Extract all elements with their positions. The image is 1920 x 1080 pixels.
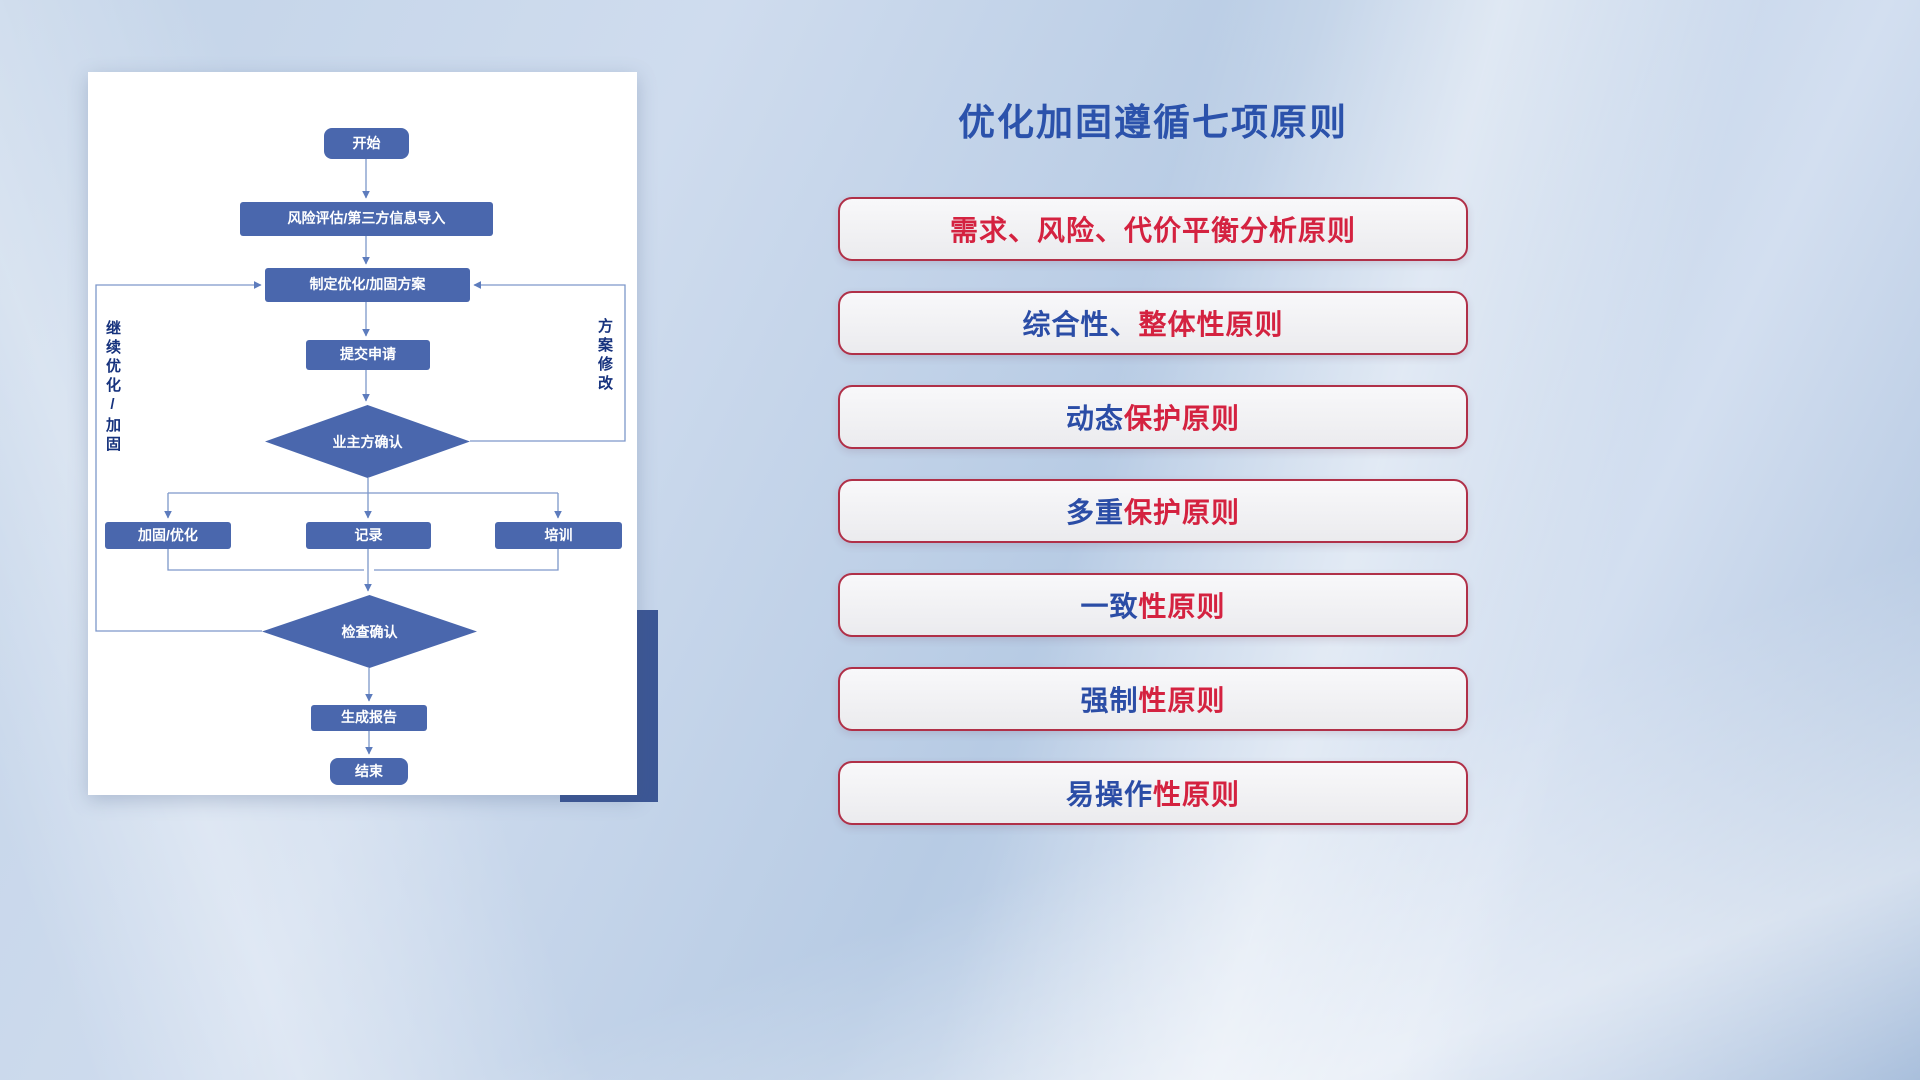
principle-item-1: 需求、风险、代价平衡分析原则 <box>838 197 1468 261</box>
principle-1-red-text: 需求、风险、代价平衡分析原则 <box>949 215 1356 246</box>
flow-node-plan: 制定优化/加固方案 <box>265 268 470 302</box>
principle-2-blue-text: 综合性、 <box>1022 309 1139 340</box>
flowchart-card: 开始 风险评估/第三方信息导入 制定优化/加固方案 提交申请 业主方确认 加固/… <box>88 72 637 795</box>
principle-6-red-text: 性原则 <box>1138 685 1226 716</box>
principle-7-blue-text: 易操作 <box>1065 779 1153 810</box>
principle-3-red-text: 保护原则 <box>1124 403 1241 434</box>
principle-5-blue-text: 一致 <box>1080 591 1139 622</box>
flow-node-record: 记录 <box>306 522 431 549</box>
flow-node-start: 开始 <box>324 128 409 159</box>
flow-node-training: 培训 <box>495 522 622 549</box>
principle-3-blue-text: 动态 <box>1065 403 1124 434</box>
flow-node-risk: 风险评估/第三方信息导入 <box>240 202 493 236</box>
flow-node-report: 生成报告 <box>311 705 427 731</box>
flow-label-plan-revise-loop: 方案修改 <box>596 318 613 394</box>
principle-4-red-text: 保护原则 <box>1124 497 1241 528</box>
principle-item-3: 动态保护原则 <box>838 385 1468 449</box>
principle-item-2: 综合性、整体性原则 <box>838 291 1468 355</box>
flow-node-reinforce: 加固/优化 <box>105 522 231 549</box>
flow-node-end: 结束 <box>330 758 408 785</box>
flow-connectors <box>95 159 626 755</box>
principle-7-red-text: 性原则 <box>1153 779 1241 810</box>
principle-5-red-text: 性原则 <box>1138 591 1226 622</box>
principle-item-5: 一致性原则 <box>838 573 1468 637</box>
principle-2-red-text: 整体性原则 <box>1138 309 1284 340</box>
principle-6-blue-text: 强制 <box>1080 685 1139 716</box>
principle-item-4: 多重保护原则 <box>838 479 1468 543</box>
flow-node-submit: 提交申请 <box>306 340 430 370</box>
principle-4-blue-text: 多重 <box>1065 497 1124 528</box>
page-title: 优化加固遵循七项原则 <box>958 102 1348 143</box>
principles-list: 需求、风险、代价平衡分析原则 综合性、整体性原则 动态保护原则 多重保护原则 一… <box>838 197 1468 825</box>
principle-item-7: 易操作性原则 <box>838 761 1468 825</box>
principle-item-6: 强制性原则 <box>838 667 1468 731</box>
flow-label-continue-loop: 继续优化/加固 <box>104 320 121 455</box>
